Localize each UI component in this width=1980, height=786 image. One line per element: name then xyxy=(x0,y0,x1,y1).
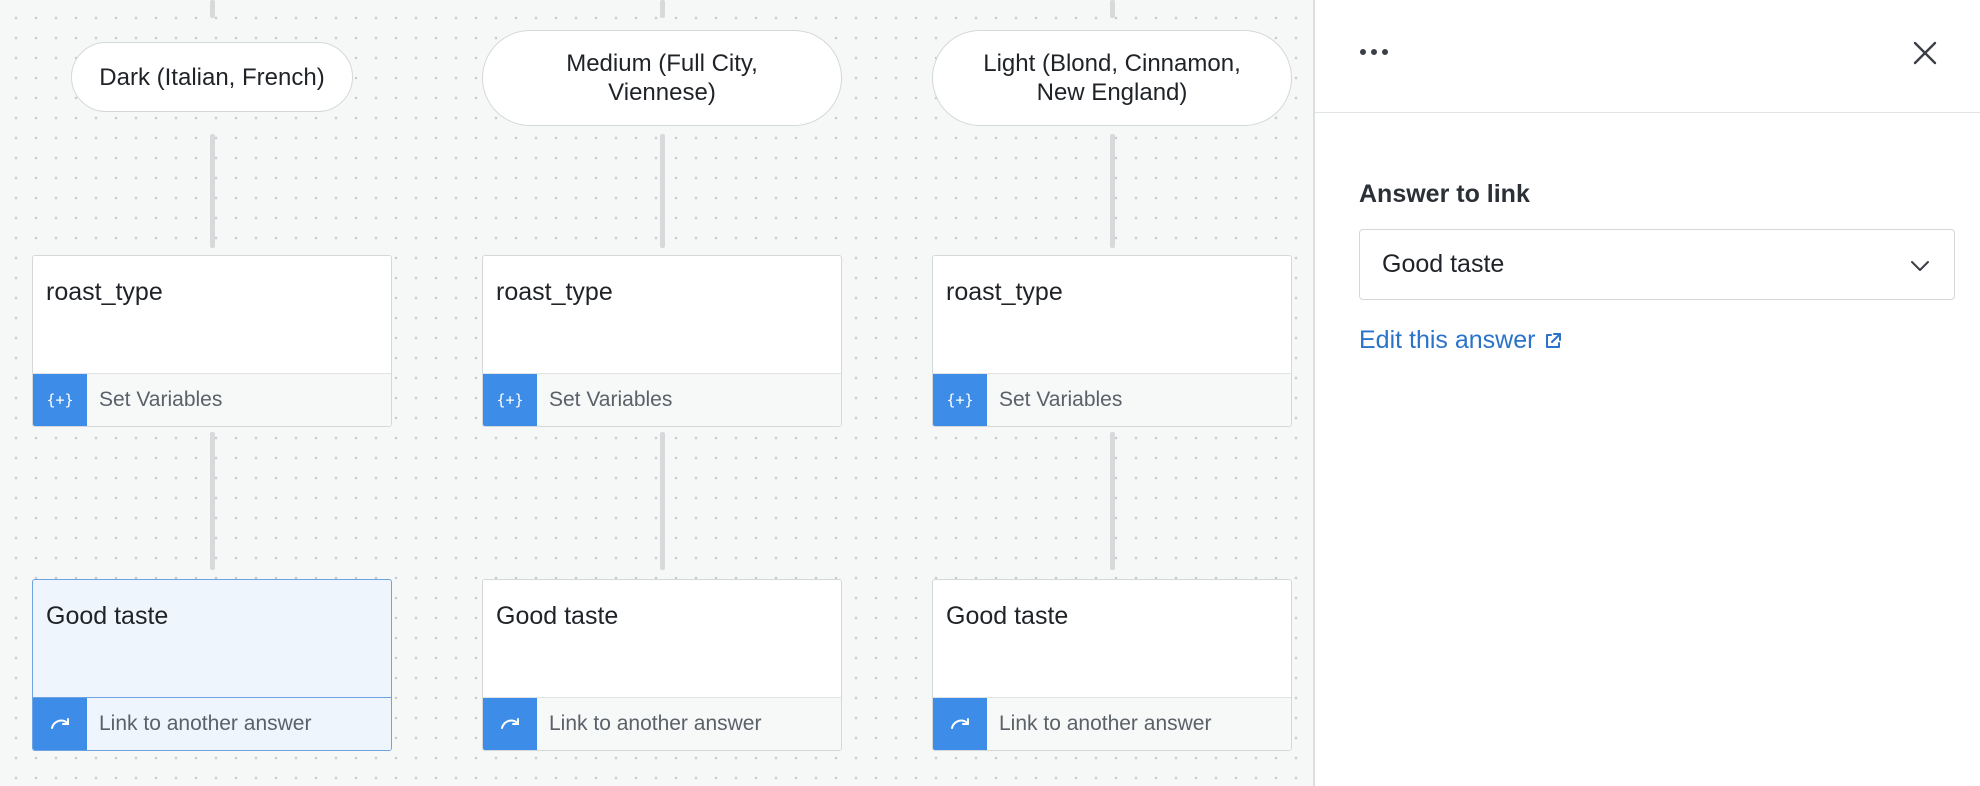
card-action-label: Set Variables xyxy=(999,388,1123,411)
choice-label: Medium (Full City, Viennese) xyxy=(566,50,758,106)
panel-header xyxy=(1315,0,1980,113)
card-footer: Link to another answer xyxy=(483,697,841,750)
card-title: Good taste xyxy=(46,602,169,630)
card-action-label: Set Variables xyxy=(99,388,223,411)
connector-line xyxy=(209,134,215,248)
external-link-icon xyxy=(1546,332,1562,348)
side-panel: Answer to link Good taste Edit this answ… xyxy=(1313,0,1980,786)
card-title: roast_type xyxy=(946,278,1063,306)
flow-column-light: Light (Blond, Cinnamon, New England) roa… xyxy=(932,0,1292,786)
answer-select[interactable]: Good taste xyxy=(1359,229,1955,300)
connector-line xyxy=(1109,134,1115,248)
connector-line xyxy=(659,0,665,18)
answer-to-link-label: Answer to link xyxy=(1359,180,1530,208)
variable-card[interactable]: roast_type {+} Set Variables xyxy=(932,255,1292,427)
card-title: roast_type xyxy=(46,278,163,306)
connector-line xyxy=(659,134,665,248)
close-icon[interactable] xyxy=(1908,36,1942,70)
variables-icon: {+} xyxy=(483,374,537,426)
card-footer: Link to another answer xyxy=(33,697,391,750)
card-footer: {+} Set Variables xyxy=(483,373,841,426)
edit-answer-link[interactable]: Edit this answer xyxy=(1359,326,1563,355)
choice-node-medium[interactable]: Medium (Full City, Viennese) xyxy=(482,30,842,126)
more-horizontal-icon[interactable] xyxy=(1359,38,1389,58)
card-footer: {+} Set Variables xyxy=(33,373,391,426)
link-answer-icon xyxy=(33,698,87,750)
edit-answer-link-label: Edit this answer xyxy=(1359,326,1536,354)
connector-line xyxy=(659,432,665,570)
connector-line xyxy=(1109,0,1115,18)
variables-icon: {+} xyxy=(933,374,987,426)
choice-node-light[interactable]: Light (Blond, Cinnamon, New England) xyxy=(932,30,1292,126)
choice-node-dark[interactable]: Dark (Italian, French) xyxy=(71,42,353,112)
choice-label: Dark (Italian, French) xyxy=(99,63,325,91)
card-action-label: Link to another answer xyxy=(999,712,1212,735)
chevron-down-icon xyxy=(1911,261,1929,271)
card-action-label: Link to another answer xyxy=(99,712,312,735)
card-title: Good taste xyxy=(496,602,619,630)
card-footer: {+} Set Variables xyxy=(933,373,1291,426)
card-action-label: Link to another answer xyxy=(549,712,762,735)
connector-line xyxy=(1109,432,1115,570)
card-footer: Link to another answer xyxy=(933,697,1291,750)
flow-column-dark: Dark (Italian, French) roast_type {+} Se… xyxy=(32,0,392,786)
card-action-label: Set Variables xyxy=(549,388,673,411)
variable-card[interactable]: roast_type {+} Set Variables xyxy=(482,255,842,427)
connector-line xyxy=(209,432,215,570)
card-title: Good taste xyxy=(946,602,1069,630)
answer-card[interactable]: Good taste Link to another answer xyxy=(932,579,1292,751)
flow-canvas[interactable]: Dark (Italian, French) roast_type {+} Se… xyxy=(0,0,1313,786)
answer-card[interactable]: Good taste Link to another answer xyxy=(482,579,842,751)
connector-line xyxy=(209,0,215,18)
card-title: roast_type xyxy=(496,278,613,306)
answer-select-value: Good taste xyxy=(1382,250,1505,278)
flow-column-medium: Medium (Full City, Viennese) roast_type … xyxy=(482,0,842,786)
choice-label: Light (Blond, Cinnamon, New England) xyxy=(983,50,1241,106)
variable-card[interactable]: roast_type {+} Set Variables xyxy=(32,255,392,427)
link-answer-icon xyxy=(483,698,537,750)
link-answer-icon xyxy=(933,698,987,750)
answer-card-selected[interactable]: Good taste Link to another answer xyxy=(32,579,392,751)
variables-icon: {+} xyxy=(33,374,87,426)
